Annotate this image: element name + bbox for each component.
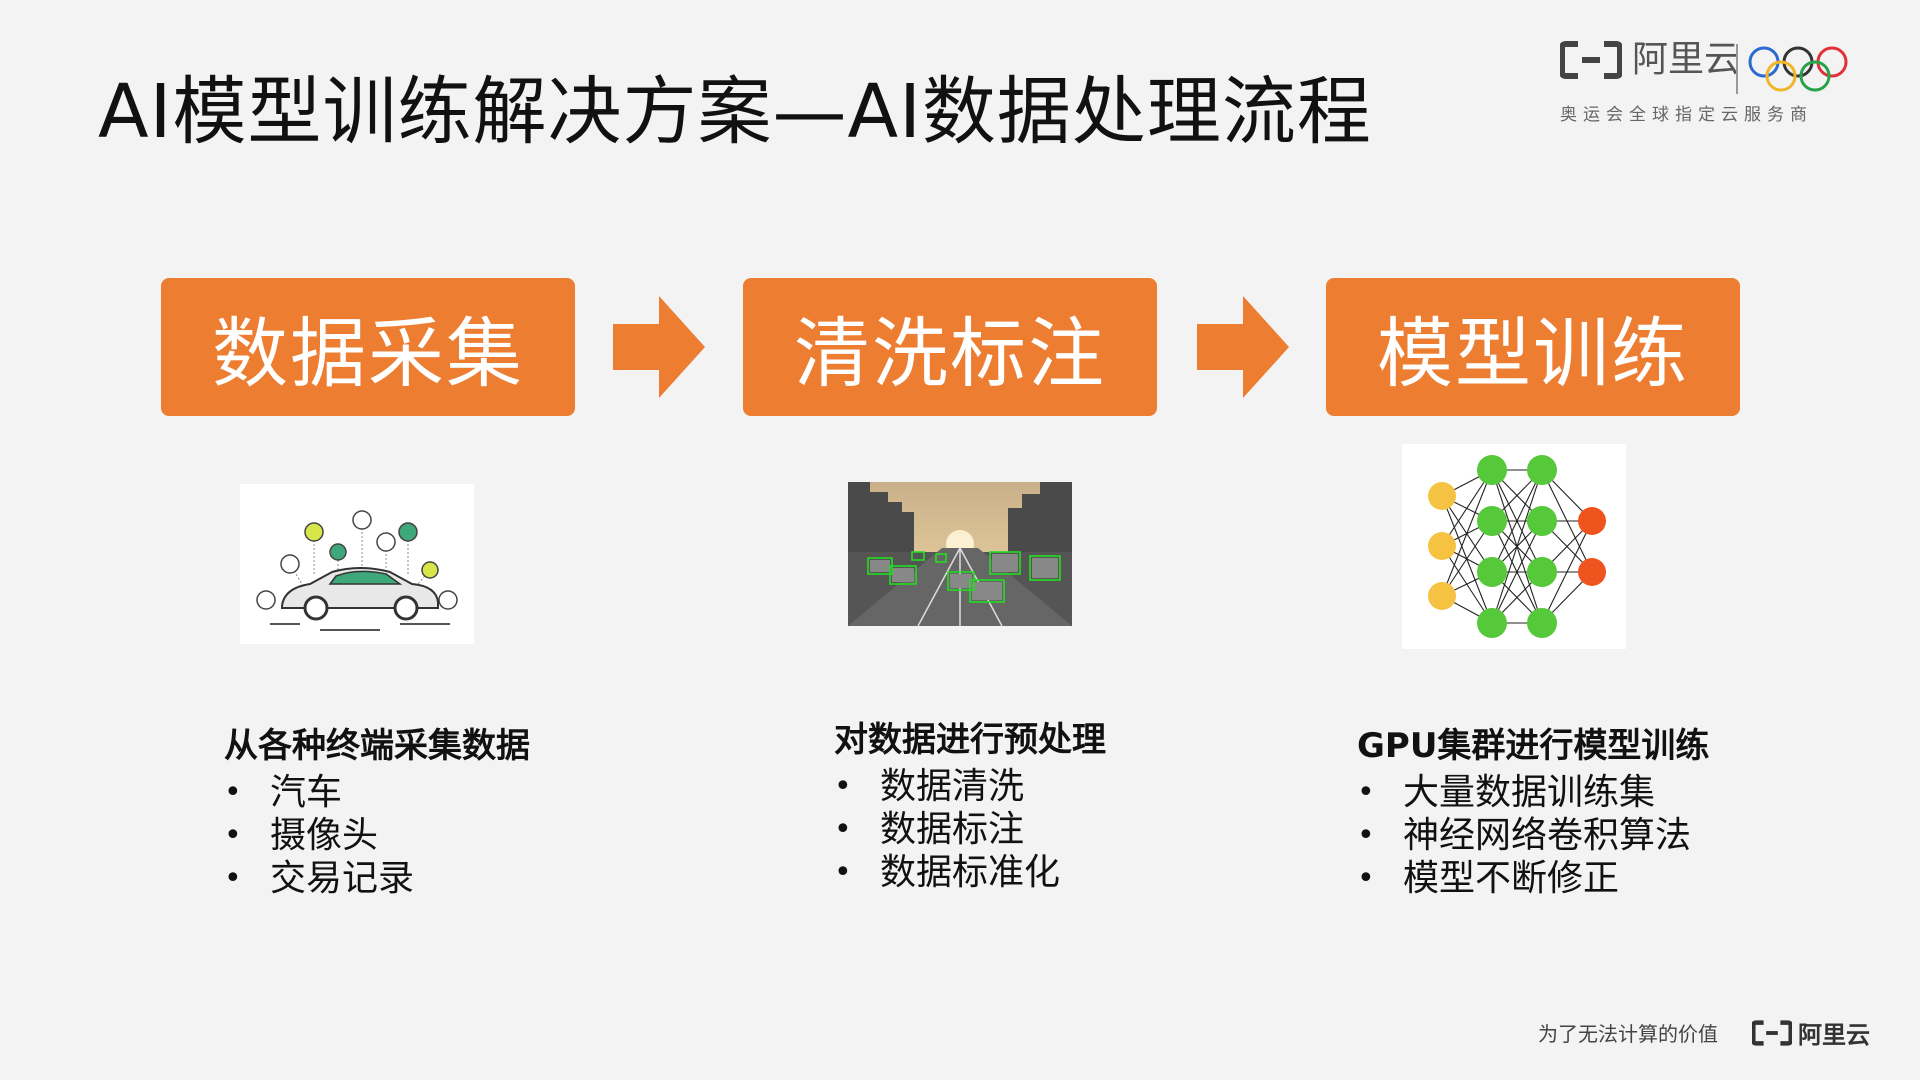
step-data-collection: 数据采集 [161, 278, 575, 416]
list-item-text: 数据标注 [880, 809, 1025, 850]
bullet-icon: • [1357, 861, 1375, 896]
bullet-icon: • [834, 855, 852, 890]
step-cleaning-labeling: 清洗标注 [743, 278, 1157, 416]
list-item-text: 数据清洗 [880, 766, 1025, 807]
list-item-text: 模型不断修正 [1403, 858, 1620, 899]
step-model-training: 模型训练 [1326, 278, 1740, 416]
bullet-icon: • [224, 818, 242, 853]
bullet-list: • 大量数据训练集 • 神经网络卷积算法 • 模型不断修正 [1357, 771, 1709, 900]
list-item: • 数据清洗 [834, 765, 1106, 808]
bullet-icon: • [1357, 818, 1375, 853]
list-item-text: 神经网络卷积算法 [1403, 815, 1692, 856]
step-label: 清洗标注 [794, 309, 1106, 398]
list-item: • 交易记录 [224, 857, 530, 900]
bullet-icon: • [224, 775, 242, 810]
list-item: • 模型不断修正 [1357, 857, 1709, 900]
aliyun-logo-icon [1560, 41, 1622, 79]
right-arrow-icon [1197, 296, 1289, 398]
column-heading: GPU集群进行模型训练 [1357, 726, 1710, 766]
footer-brand: 阿里云 [1798, 1021, 1870, 1049]
bullet-list: • 数据清洗 • 数据标注 • 数据标准化 [834, 765, 1106, 894]
list-item: • 大量数据训练集 [1357, 771, 1709, 814]
column-collection: 从各种终端采集数据 • 汽车 • 摄像头 • 交易记录 [224, 718, 530, 900]
list-item: • 数据标注 [834, 808, 1106, 851]
connected-car-icon [240, 484, 474, 644]
bullet-icon: • [834, 812, 852, 847]
logo-divider [1736, 44, 1738, 94]
bullet-icon: • [224, 861, 242, 896]
footer: 为了无法计算的价值 阿里云 [1538, 1015, 1870, 1050]
right-arrow-icon [613, 296, 705, 398]
list-item: • 摄像头 [224, 814, 530, 857]
list-item: • 神经网络卷积算法 [1357, 814, 1709, 857]
column-heading: 对数据进行预处理 [834, 720, 1106, 760]
step-label: 模型训练 [1377, 309, 1689, 398]
bullet-icon: • [834, 769, 852, 804]
list-item: • 汽车 [224, 771, 530, 814]
olympic-rings-icon [1748, 46, 1848, 92]
aliyun-logo-icon [1752, 1019, 1792, 1046]
column-preprocessing: 对数据进行预处理 • 数据清洗 • 数据标注 • 数据标准化 [834, 712, 1106, 894]
brand-row: 阿里云 [1560, 40, 1740, 80]
header-logo: 阿里云 奥运会全球指定云服务商 [1560, 40, 1860, 130]
list-item-text: 大量数据训练集 [1403, 772, 1656, 813]
list-item-text: 汽车 [270, 772, 343, 813]
page-title: AI模型训练解决方案—AI数据处理流程 [98, 69, 1372, 155]
logo-slogan: 奥运会全球指定云服务商 [1560, 105, 1813, 125]
list-item: • 数据标准化 [834, 851, 1106, 894]
step-label: 数据采集 [212, 309, 524, 398]
footer-tagline: 为了无法计算的价值 [1538, 1022, 1718, 1046]
column-heading: 从各种终端采集数据 [224, 726, 530, 766]
list-item-text: 摄像头 [270, 815, 379, 856]
column-training: GPU集群进行模型训练 • 大量数据训练集 • 神经网络卷积算法 • 模型不断修正 [1357, 718, 1709, 900]
list-item-text: 数据标准化 [880, 852, 1061, 893]
bullet-icon: • [1357, 775, 1375, 810]
road-detection-photo [848, 482, 1072, 626]
list-item-text: 交易记录 [270, 858, 415, 899]
bullet-list: • 汽车 • 摄像头 • 交易记录 [224, 771, 530, 900]
neural-network-icon [1402, 444, 1626, 649]
brand-name: 阿里云 [1632, 39, 1741, 80]
